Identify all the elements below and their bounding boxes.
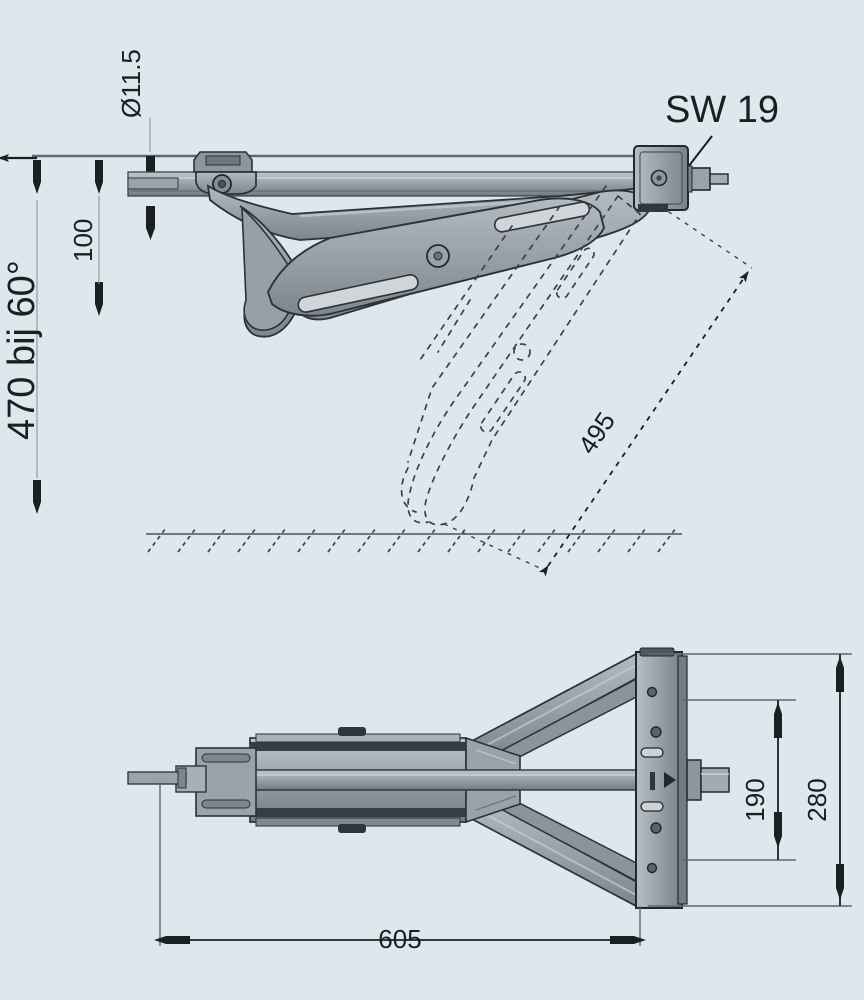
plan-spindle-shaft bbox=[185, 769, 649, 791]
plate-keyway bbox=[650, 772, 655, 790]
dimension-605: 605 bbox=[154, 924, 646, 954]
plate-slot-upper bbox=[640, 747, 664, 758]
slotted-web-plate bbox=[266, 197, 606, 317]
plan-bottom-lug bbox=[338, 824, 366, 833]
arm-slot-2 bbox=[493, 201, 591, 233]
label-wrench-size: SW 19 bbox=[665, 89, 779, 131]
label-length-605: 605 bbox=[378, 924, 421, 954]
plate-hole-bottom bbox=[646, 862, 658, 874]
plan-top-lug bbox=[338, 727, 366, 736]
label-height-100: 100 bbox=[68, 219, 98, 262]
arm-slot-1 bbox=[297, 274, 419, 313]
ground-line bbox=[146, 527, 682, 553]
view-plan: 280 190 605 bbox=[127, 647, 852, 954]
label-plate-height-280: 280 bbox=[802, 778, 832, 821]
plate-center-marker bbox=[664, 772, 676, 788]
view-side-elevation: Ø11.5 100 470 bij 60° SW 19 bbox=[0, 49, 779, 577]
plate-hole-lower-mid bbox=[650, 822, 662, 834]
label-plate-height-190: 190 bbox=[740, 778, 770, 821]
hex-drive-stub bbox=[687, 165, 729, 193]
spindle-stub-left bbox=[127, 177, 179, 190]
mounting-plate bbox=[635, 647, 688, 909]
witness-lines bbox=[36, 118, 151, 478]
dimension-280: 280 bbox=[802, 654, 844, 906]
plan-extension-lines bbox=[159, 653, 852, 946]
plate-hole-upper-mid bbox=[650, 726, 662, 738]
left-pivot-bracket bbox=[193, 151, 257, 195]
gearbox-housing bbox=[633, 145, 689, 212]
plan-spindle-stub bbox=[127, 767, 187, 789]
plate-slot-lower bbox=[640, 801, 664, 812]
dimension-190: 190 bbox=[740, 700, 782, 860]
label-stroke-470: 470 bij 60° bbox=[1, 260, 43, 440]
label-bore-diameter: Ø11.5 bbox=[116, 49, 146, 118]
aframe-leg-upper bbox=[468, 652, 652, 773]
plan-hex-nut bbox=[686, 759, 730, 801]
plate-hole-top bbox=[646, 686, 658, 698]
ground-hatching bbox=[147, 527, 677, 553]
